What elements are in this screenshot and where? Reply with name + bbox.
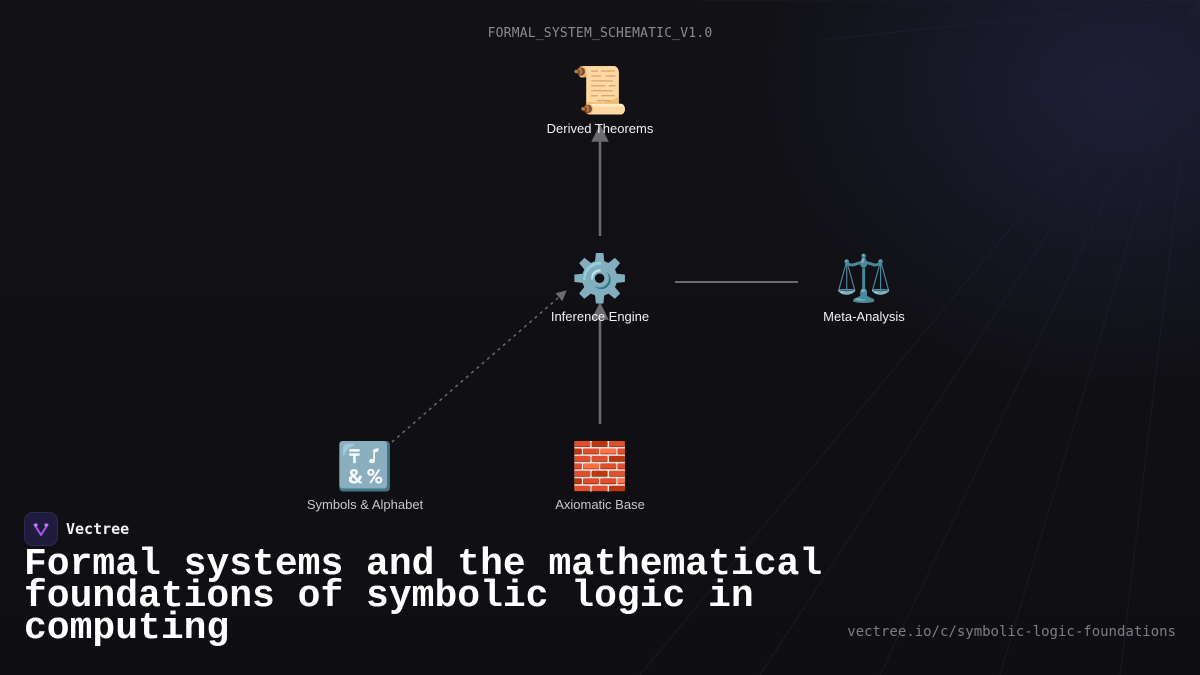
node-inference-engine[interactable]: ⚙️ Inference Engine: [510, 250, 690, 324]
balance-scale-icon: ⚖️: [835, 251, 893, 305]
node-label: Derived Theorems: [546, 121, 654, 136]
node-label: Symbols & Alphabet: [306, 497, 424, 512]
gear-icon: ⚙️: [571, 251, 629, 305]
vectree-logo-icon: [24, 512, 58, 546]
brick-icon: 🧱: [571, 439, 629, 493]
node-meta-analysis[interactable]: ⚖️ Meta-Analysis: [774, 250, 954, 324]
node-symbols-alphabet[interactable]: 🔣 Symbols & Alphabet: [275, 438, 455, 512]
symbols-icon: 🔣: [336, 439, 394, 493]
brand[interactable]: Vectree: [24, 512, 129, 546]
node-axiomatic-base[interactable]: 🧱 Axiomatic Base: [510, 438, 690, 512]
node-derived-theorems[interactable]: 📜 Derived Theorems: [510, 62, 690, 136]
node-label: Inference Engine: [550, 309, 650, 324]
brand-name: Vectree: [66, 520, 130, 538]
scroll-icon: 📜: [571, 63, 629, 117]
schematic-title: FORMAL_SYSTEM_SCHEMATIC_V1.0: [487, 26, 713, 41]
source-url[interactable]: vectree.io/c/symbolic-logic-foundations: [847, 624, 1176, 640]
node-label: Meta-Analysis: [823, 309, 905, 324]
page-headline: Formal systems and the mathematical foun…: [24, 543, 823, 650]
edge-symbols-to-engine: [391, 290, 567, 443]
node-label: Axiomatic Base: [555, 497, 645, 512]
